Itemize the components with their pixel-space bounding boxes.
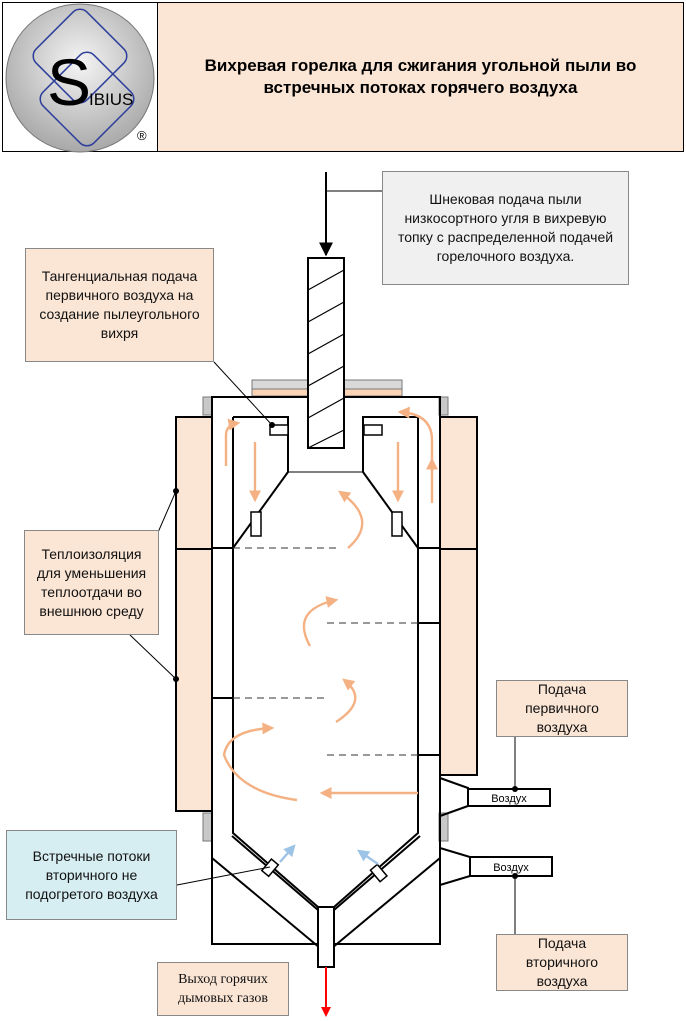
leader-lines [129,361,516,934]
primary-air-pipe [439,777,551,817]
nozzle-mid-left [250,511,262,537]
callout-exhaust: Выход горячих дымовых газов [157,962,289,1016]
callout-secondary-air: Подача вторичного воздуха [496,934,628,991]
callout-tangential: Тангенциальная подача первичного воздуха… [25,248,214,362]
callout-screw-feed-text: Шнековая подача пыли низкосортного угля … [397,191,614,264]
logo-circle [5,3,155,153]
callout-primary-air: Подача первичного воздуха [496,680,628,737]
leader-dot-insulation-1 [173,488,179,494]
seal-bottom-left [202,812,213,842]
funnel-left [231,835,319,911]
sibius-logo: S IBIUS ® [5,3,155,153]
outer-casing [211,396,441,949]
outlet-pipe [317,906,335,968]
nozzle-mid-right [391,511,403,537]
title-panel: Вихревая горелка для сжигания угольной п… [157,2,684,152]
callout-insulation: Теплоизоляция для уменьшения теплоотдачи… [24,530,159,635]
insulation-left [175,416,213,812]
callout-counter-flows: Встречные потоки вторичного не подогрето… [6,830,177,920]
callout-secondary-air-text: Подача вторичного воздуха [525,935,599,989]
leader-dot-primary [512,786,518,792]
feed-input-arrow [319,172,382,257]
logo-mark: S [47,45,91,119]
insulation-right [439,416,478,776]
logo-panel: S IBIUS ® [2,2,157,153]
primary-air-label: Воздух [491,793,527,805]
callout-tangential-text: Тангенциальная подача первичного воздуха… [39,268,200,341]
callout-insulation-text: Теплоизоляция для уменьшения теплоотдачи… [36,545,147,619]
logo-diamond-icon-2 [39,51,135,147]
counter-flow-arrows [279,844,379,865]
callout-exhaust-text: Выход горячих дымовых газов [178,972,268,1006]
nozzle-bottom-left [260,858,280,878]
nozzle-bottom-right [369,863,389,883]
injection-dashes [233,547,418,756]
secondary-air-pipe [439,847,553,886]
leader-dot-insulation-2 [173,676,179,682]
callout-screw-feed: Шнековая подача пыли низкосортного угля … [382,171,629,285]
leader-dot-secondary [512,873,518,879]
logo-registered: ® [137,128,147,143]
inner-chamber [232,416,419,908]
nozzle-top-left [269,424,289,436]
nozzle-top-right [363,424,383,436]
callout-primary-air-text: Подача первичного воздуха [525,681,599,735]
callout-counter-flows-text: Встречные потоки вторичного не подогрето… [25,847,158,902]
logo-text: IBIUS [89,90,133,109]
leader-dot-tangential [269,422,275,428]
page-title: Вихревая горелка для сжигания угольной п… [204,56,637,97]
lower-outer-wall [211,858,318,945]
lower-outer-wall-right [334,858,441,945]
seal-top-left [202,396,213,416]
screw-feeder [307,257,345,449]
flow-arrows [222,406,438,802]
secondary-air-label: Воздух [493,862,529,874]
